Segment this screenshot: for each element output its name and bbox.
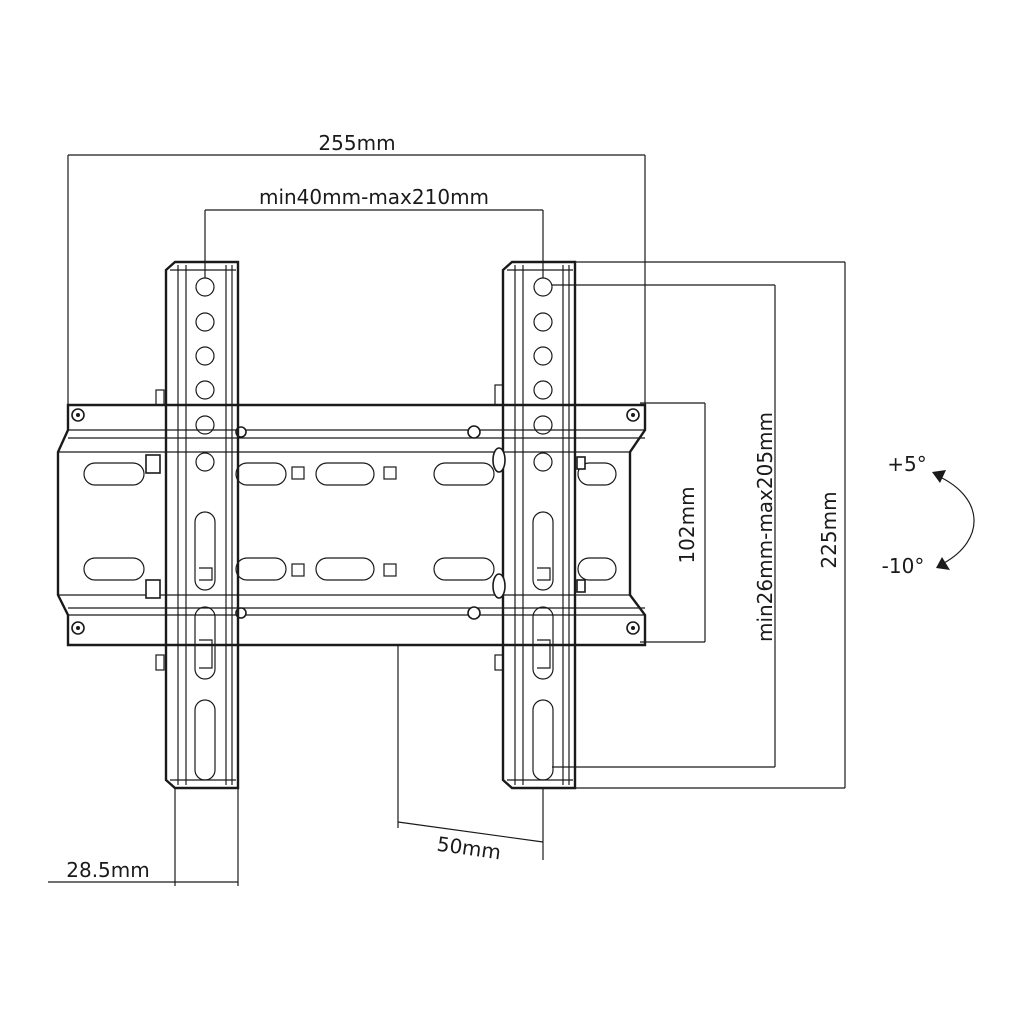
right-vertical-arm [492,260,577,790]
offset-label: 50mm [435,832,502,865]
vesa-vertical-label: min26mm-max205mm [753,412,777,642]
rail-spacing-label: 102mm [675,486,699,563]
tilt-arc-arrow-icon [932,470,975,570]
left-vertical-arm [164,260,240,790]
corner-screw-icon [71,408,85,422]
tilt-up-label: +5° [887,452,926,476]
overall-width-label: 255mm [318,131,395,155]
wall-plate [56,384,647,671]
dimension-lines [48,154,846,886]
overall-height-label: 225mm [817,491,841,568]
corner-screw-icon [71,621,85,635]
corner-screw-icon [626,408,640,422]
vesa-horizontal-label: min40mm-max210mm [259,185,489,209]
corner-screw-icon [626,621,640,635]
tilt-down-label: -10° [882,554,925,578]
depth-label: 28.5mm [66,858,150,882]
